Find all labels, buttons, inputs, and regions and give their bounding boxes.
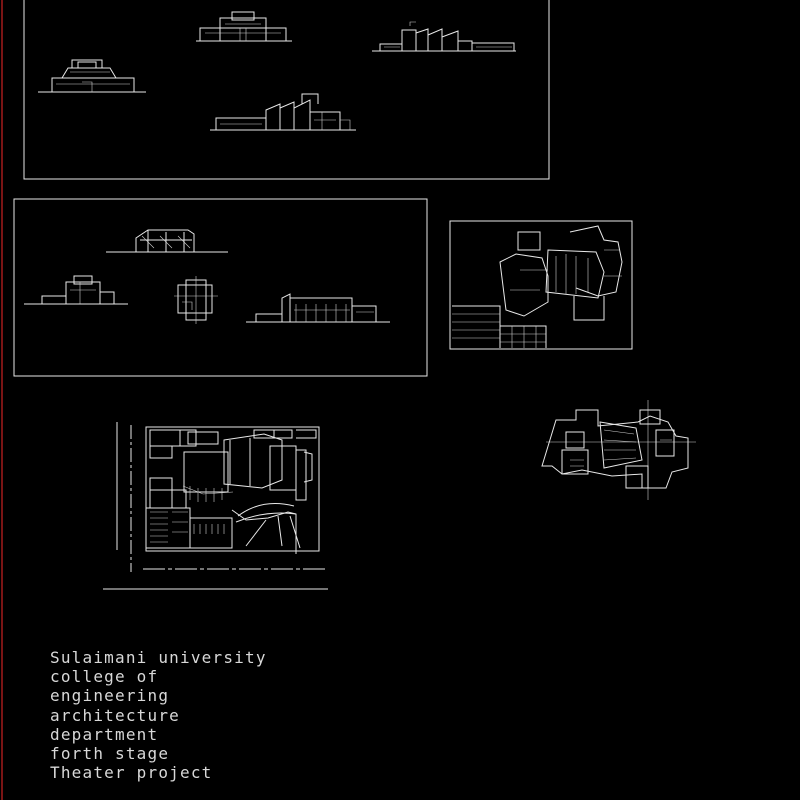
upper-floor-plan xyxy=(541,400,696,500)
elevation-4 xyxy=(210,93,356,131)
title-line-stage: forth stage xyxy=(50,744,170,764)
site-plan xyxy=(103,422,328,590)
elevation-2 xyxy=(372,21,516,52)
sheet-frame xyxy=(449,220,633,350)
section-3 xyxy=(246,293,390,323)
floor-plan-sheet xyxy=(449,220,633,350)
sheet-frame xyxy=(23,0,550,180)
detail-plan xyxy=(174,276,218,324)
title-block: Sulaimani university college of engineer… xyxy=(50,648,267,782)
title-line-project: Theater project xyxy=(50,763,213,783)
sheet-frame xyxy=(13,198,428,377)
site-plan-frame xyxy=(145,426,320,552)
section-1 xyxy=(106,229,228,253)
sections-sheet xyxy=(13,198,428,377)
title-line-university: Sulaimani university xyxy=(50,648,267,667)
title-line-college: college of xyxy=(50,667,159,687)
elevation-1 xyxy=(196,11,292,42)
title-line-architecture: architecture xyxy=(50,705,180,725)
elevations-sheet xyxy=(23,0,550,180)
section-2 xyxy=(24,275,128,305)
title-line-department: department xyxy=(50,724,159,744)
title-line-engineering: engineering xyxy=(50,686,170,706)
elevation-3 xyxy=(38,59,146,93)
